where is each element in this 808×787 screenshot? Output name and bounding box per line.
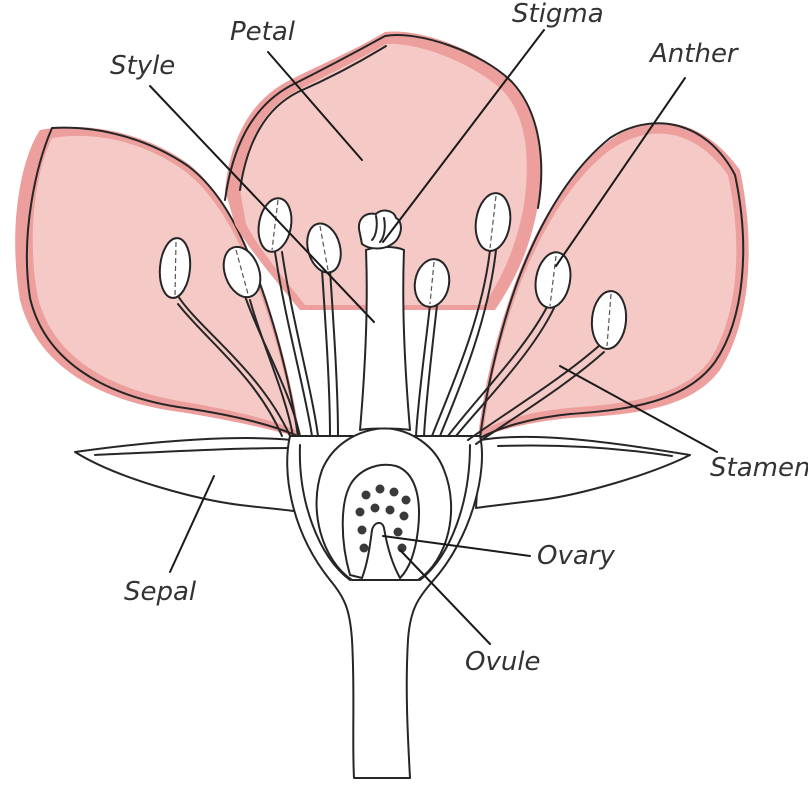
ovule-dot (370, 503, 380, 513)
leader-style (149, 85, 375, 323)
anther-shape (534, 251, 572, 309)
label-anther: Anther (648, 39, 740, 69)
right-petal (478, 122, 749, 441)
ovule-dot (389, 487, 399, 497)
leader-stamen (559, 365, 718, 453)
label-sepal: Sepal (124, 577, 197, 607)
labels: Petal Stigma Style Anther Stamen Sepal O… (110, 0, 808, 677)
ovule-dot (357, 525, 367, 535)
label-style: Style (110, 51, 175, 81)
ovule-dot (375, 484, 385, 494)
ovary (315, 427, 453, 581)
ovule-dot (401, 495, 411, 505)
sepals (74, 435, 691, 513)
leader-ovary (382, 535, 531, 557)
ovule-dot (393, 527, 403, 537)
label-petal: Petal (230, 17, 296, 47)
leader-petal (267, 51, 363, 161)
pistil (358, 209, 411, 431)
anther-shape (158, 237, 192, 299)
ovule-dot (385, 505, 395, 515)
label-stamen: Stamen (710, 453, 808, 483)
label-ovule: Ovule (465, 647, 541, 677)
anther-shape (257, 197, 293, 253)
anther-shape (413, 258, 451, 308)
label-stigma: Stigma (512, 0, 604, 29)
ovule-dot (359, 543, 369, 553)
anther-shape (222, 245, 262, 299)
label-ovary: Ovary (537, 541, 615, 571)
ovule-dot (399, 511, 409, 521)
ovule-dot (355, 507, 365, 517)
leader-anther (555, 77, 686, 267)
anther-shape (474, 192, 512, 252)
leader-sepal (169, 475, 215, 573)
leader-ovule (399, 549, 491, 645)
leader-lines (149, 29, 718, 645)
anthers (158, 192, 628, 350)
leader-stigma (382, 29, 545, 243)
stamen-filaments (177, 249, 605, 445)
anther-shape (590, 290, 628, 350)
ovule-dot (361, 490, 371, 500)
